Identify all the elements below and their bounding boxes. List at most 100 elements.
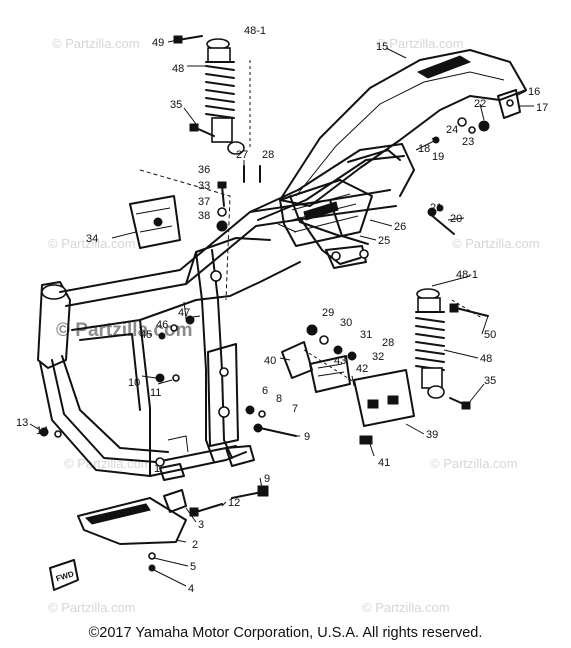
cross-tube-upper <box>185 237 271 285</box>
leader-line <box>369 219 393 227</box>
skid-plate-edge <box>85 503 151 525</box>
watermarks: © Partzilla.com © Partzilla.com © Partzi… <box>48 36 540 615</box>
mount-hole <box>155 457 165 467</box>
callout-46: 46 <box>156 319 168 331</box>
head-pipe-top <box>41 284 67 300</box>
leader-line <box>141 375 157 379</box>
seat-rail-loop <box>249 143 415 213</box>
leader <box>415 139 437 151</box>
callout-35-left: 35 <box>170 99 182 111</box>
callout-15: 15 <box>376 41 388 53</box>
shock-top-mount <box>417 297 441 313</box>
leader-line <box>405 423 425 435</box>
cross-tube-front <box>139 299 197 321</box>
leader-line <box>279 357 291 361</box>
watermark: © Partzilla.com <box>52 36 140 51</box>
bolt-head <box>427 207 437 217</box>
callout-20: 20 <box>450 213 462 225</box>
callout-1: 1 <box>154 463 160 475</box>
callout-31: 31 <box>360 329 372 341</box>
callout-28-right: 28 <box>382 337 394 349</box>
leader-line <box>385 47 407 59</box>
frame <box>37 143 415 481</box>
fasteners <box>39 35 489 572</box>
leader-lines <box>29 39 534 587</box>
leader-line <box>467 383 485 405</box>
callout-19: 19 <box>432 151 444 163</box>
front-lower-loop-inner <box>79 333 141 411</box>
rear-shock-left <box>205 38 251 155</box>
leader-line <box>153 569 187 587</box>
rear-fender <box>279 49 527 247</box>
bolt-35 <box>195 127 215 137</box>
bolt-head <box>253 423 263 433</box>
watermark: © Partzilla.com <box>56 320 193 341</box>
bolt-head <box>189 507 199 517</box>
nut-38 <box>216 220 228 232</box>
gusset <box>167 435 189 453</box>
callout-18: 18 <box>418 143 430 155</box>
part-41 <box>359 435 373 445</box>
bolt-head <box>189 123 199 132</box>
skid-plate <box>77 489 187 545</box>
callout-6: 6 <box>262 385 268 397</box>
washer-14 <box>54 430 62 438</box>
bolt-head <box>217 181 227 189</box>
callout-23: 23 <box>462 136 474 148</box>
leader-line <box>185 507 197 523</box>
callout-33: 33 <box>198 180 210 192</box>
bolts-27-28 <box>243 165 261 183</box>
washer-46 <box>170 324 178 332</box>
box-42 <box>309 355 351 393</box>
leader-line <box>153 557 189 567</box>
callout-25: 25 <box>378 235 390 247</box>
nut-29 <box>306 324 318 336</box>
head-stock <box>37 281 71 369</box>
callout-42: 42 <box>356 363 368 375</box>
fwd-frame <box>49 559 79 591</box>
electrical-box <box>281 341 415 445</box>
callout-27: 27 <box>236 149 248 161</box>
leader-line <box>479 103 485 121</box>
leader-line <box>515 90 527 97</box>
centerline <box>303 349 355 383</box>
mount-hole <box>219 367 229 377</box>
nut-47 <box>185 315 195 325</box>
bottom-rail <box>149 451 247 477</box>
callout-10: 10 <box>128 377 140 389</box>
leader-line <box>431 137 437 143</box>
washer-21 <box>436 204 444 212</box>
callout-39: 39 <box>426 429 438 441</box>
callout-37: 37 <box>198 196 210 208</box>
callout-48-left: 48 <box>172 63 184 75</box>
callout-22: 22 <box>474 98 486 110</box>
fender-body <box>279 49 527 207</box>
bracket-detail <box>135 207 173 233</box>
shock-spring <box>205 61 235 119</box>
battery-box <box>279 179 373 247</box>
top-tube-lower <box>65 205 397 307</box>
callout-8: 8 <box>276 393 282 405</box>
bolt-head <box>461 401 471 410</box>
callout-38: 38 <box>198 210 210 222</box>
washer-11 <box>172 374 180 382</box>
bolt-50 <box>455 307 489 317</box>
nut-6 <box>245 405 255 415</box>
bolt-9 <box>259 427 297 437</box>
leader-line <box>481 315 489 335</box>
callout-40: 40 <box>264 355 276 367</box>
engine-mount-plate <box>207 343 239 447</box>
bottom-rail-inner <box>155 445 237 463</box>
down-tube-left <box>39 361 151 477</box>
leader-line <box>183 107 197 125</box>
copyright-notice: ©2017 Yamaha Motor Corporation, U.S.A. A… <box>88 625 483 641</box>
leader-line <box>167 39 179 43</box>
bracket-bolt <box>153 217 163 227</box>
callout-35-right: 35 <box>484 375 496 387</box>
center-column-left <box>195 251 215 463</box>
callout-9-upper: 9 <box>304 431 310 443</box>
leader-line <box>221 501 227 507</box>
rear-mount-plate <box>325 245 367 269</box>
bracket-plate <box>129 195 181 249</box>
washer-8 <box>258 410 266 418</box>
